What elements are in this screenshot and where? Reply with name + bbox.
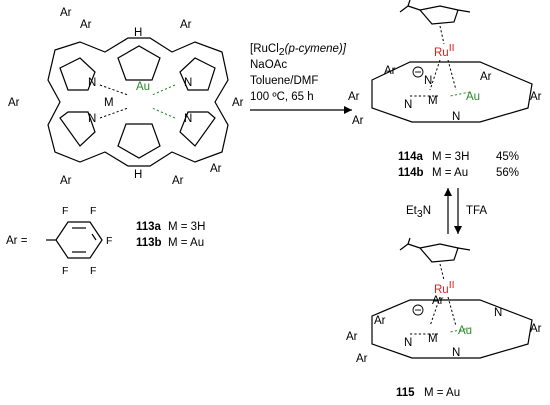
ru-label-115: RuII	[434, 279, 455, 296]
product-114a-desc: M = 3H	[432, 151, 469, 163]
product-114b-id: 114b	[398, 167, 424, 179]
n-114-1: N	[424, 75, 432, 87]
n-115-1: N	[494, 307, 502, 319]
ar-label-bottom-right: Ar	[172, 175, 184, 187]
ar-label-bottom-left: Ar	[60, 175, 72, 187]
compound-113a-id: 113a	[136, 221, 162, 233]
ar-114-2: Ar	[348, 91, 360, 103]
fluorine-2: F	[90, 205, 96, 217]
product-114-complex: RuII Ar Ar Ar Ar Ar N N N M Au 114a M = …	[348, 0, 542, 179]
au-114: Au	[466, 91, 480, 103]
metal-m-label: M	[104, 97, 114, 109]
ru-label-114: RuII	[434, 42, 455, 59]
ar-115-2: Ar	[374, 315, 386, 327]
ar-115-5: Ar	[530, 323, 542, 335]
pentafluorophenyl-ring	[55, 221, 103, 259]
ar-114-4: Ar	[480, 71, 492, 83]
p-cymene-ring-115	[418, 243, 459, 263]
ar-114-3: Ar	[352, 115, 364, 127]
reagent-tfa: TFA	[466, 205, 487, 217]
metal-m-115: M	[428, 333, 438, 345]
anion-charge-115	[412, 304, 424, 316]
product-115-complex: RuII Ar Ar Ar Ar Ar N N N M Au 115 M = A…	[346, 237, 542, 399]
n-label-3: N	[184, 77, 192, 89]
reagent-et3n: Et3N	[406, 205, 431, 220]
ar-label-top-mid: Ar	[80, 19, 92, 31]
ar-115-4: Ar	[356, 353, 368, 365]
n-115-3: N	[452, 347, 460, 359]
n-114-2: N	[404, 99, 412, 111]
compound-113a-desc: M = 3H	[168, 221, 205, 233]
product-114a-id: 114a	[398, 151, 424, 163]
product-115-id: 115	[396, 387, 415, 399]
condition-temp-time: 100 ºC, 65 h	[250, 91, 314, 103]
product-114b-desc: M = Au	[432, 167, 468, 179]
compound-113b-id: 113b	[136, 237, 162, 249]
macrocycle-115	[371, 299, 533, 359]
ar-label-top-left: Ar	[60, 7, 72, 19]
ar-label-bottom-far-right: Ar	[210, 163, 222, 175]
n-label-2: N	[88, 113, 96, 125]
condition-solvent: Toluene/DMF	[250, 75, 318, 87]
ar-115-1: Ar	[432, 295, 444, 307]
reaction-conditions: [RuCl2(p-cymene)] NaOAc Toluene/DMF 100 …	[250, 43, 352, 114]
fluorine-1: F	[62, 205, 68, 217]
starting-macrocycle: Ar Ar Ar Ar Ar Ar Ar Ar H H N N N N M Au	[8, 7, 244, 187]
fluorine-5: F	[90, 265, 96, 277]
condition-base: NaOAc	[250, 59, 287, 71]
ar-114-5: Ar	[530, 91, 542, 103]
nh-label-top: H	[134, 27, 142, 39]
compound-113b-desc: M = Au	[168, 237, 204, 249]
metal-m-114: M	[428, 95, 438, 107]
metal-au-label: Au	[136, 81, 150, 93]
n-115-2: N	[404, 337, 412, 349]
equilibrium-arrows: Et3N TFA	[406, 188, 487, 234]
reaction-arrow-head	[344, 106, 352, 114]
ar-114-1: Ar	[384, 65, 396, 77]
n-label-4: N	[184, 113, 192, 125]
macrocycle-114	[371, 61, 533, 123]
p-cymene-ring	[418, 5, 459, 25]
n-label-1: N	[88, 77, 96, 89]
ar-label-top-right: Ar	[180, 19, 192, 31]
n-114-3: N	[452, 111, 460, 123]
nh-label-bottom: H	[134, 169, 142, 181]
ar-equals-label: Ar =	[6, 235, 28, 247]
condition-reagent: [RuCl2(p-cymene)]	[250, 43, 347, 58]
au-115: Au	[458, 325, 472, 337]
ar-115-3: Ar	[346, 331, 358, 343]
anion-charge-114	[412, 66, 424, 78]
fluorine-3: F	[106, 235, 112, 247]
product-114b-yield: 56%	[496, 167, 519, 179]
ar-definition: Ar = F F F F F 113a M = 3H 113b M = Au	[6, 205, 205, 277]
ar-label-right: Ar	[232, 97, 244, 109]
ar-label-left: Ar	[8, 97, 20, 109]
product-115-desc: M = Au	[424, 387, 460, 399]
fluorine-4: F	[62, 265, 68, 277]
product-114a-yield: 45%	[496, 151, 519, 163]
